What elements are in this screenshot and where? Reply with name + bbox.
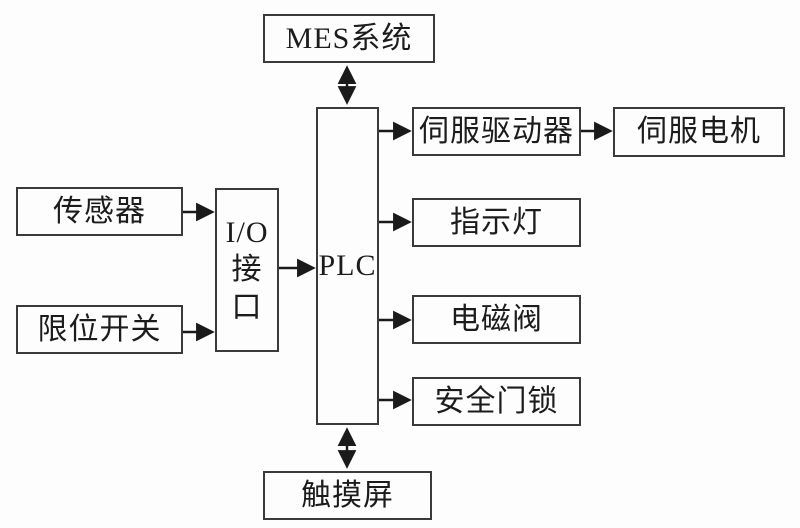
node-plc: PLC xyxy=(316,107,379,425)
node-servo-motor: 伺服电机 xyxy=(613,107,785,157)
node-limit-switch: 限位开关 xyxy=(16,305,183,354)
node-indicator-light: 指示灯 xyxy=(412,198,581,247)
node-safety-door-lock: 安全门锁 xyxy=(412,377,581,426)
node-solenoid-valve: 电磁阀 xyxy=(412,295,581,344)
node-mes-system: MES系统 xyxy=(263,14,435,63)
node-sensor: 传感器 xyxy=(16,187,183,236)
node-io-interface: I/O 接口 xyxy=(215,188,279,352)
node-touch-screen: 触摸屏 xyxy=(263,471,432,520)
node-servo-driver: 伺服驱动器 xyxy=(412,107,581,156)
